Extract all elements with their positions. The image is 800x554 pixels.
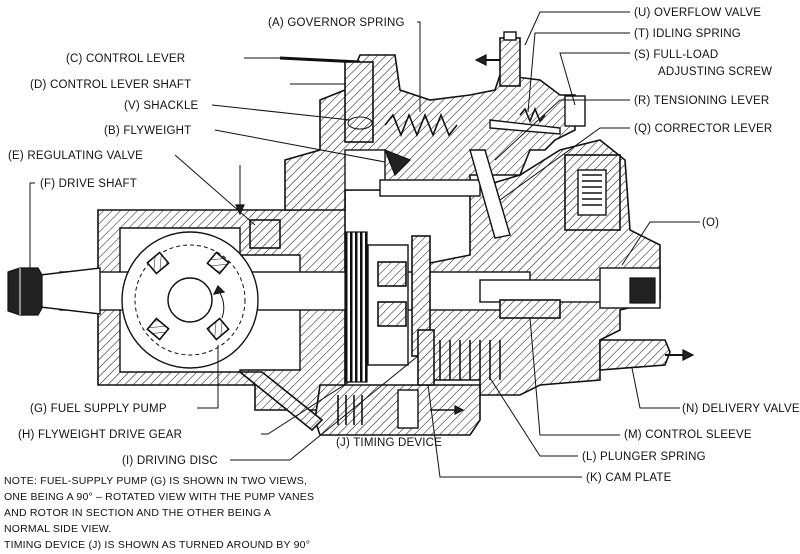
control-sleeve bbox=[499, 299, 561, 319]
label-drive-shaft: (F) DRIVE SHAFT bbox=[40, 178, 137, 190]
flyweight-carrier bbox=[344, 149, 386, 191]
flyweight-drive-gear bbox=[344, 231, 368, 383]
idling-spring bbox=[519, 106, 546, 124]
corrector-lever bbox=[489, 119, 561, 135]
pump-cross-section bbox=[7, 31, 695, 436]
shackle bbox=[347, 116, 373, 130]
note-line-2: ONE BEING A 90° – ROTATED VIEW WITH THE … bbox=[4, 491, 314, 503]
label-driving-disc: (I) DRIVING DISC bbox=[122, 455, 218, 467]
label-fuel-supply-pump: (G) FUEL SUPPLY PUMP bbox=[30, 403, 167, 415]
label-cam-plate: (K) CAM PLATE bbox=[586, 472, 672, 484]
supply-pump-rotor bbox=[167, 277, 213, 323]
leader-lines bbox=[29, 11, 700, 478]
part-labels: (A) GOVERNOR SPRING (U) OVERFLOW VALVE (… bbox=[8, 7, 800, 484]
label-overflow-valve: (U) OVERFLOW VALVE bbox=[634, 7, 761, 19]
label-o: (O) bbox=[702, 217, 719, 229]
label-flyweight-drive-gear: (H) FLYWEIGHT DRIVE GEAR bbox=[18, 429, 182, 441]
label-idling-spring: (T) IDLING SPRING bbox=[634, 28, 741, 40]
plunger-spring bbox=[439, 340, 501, 380]
label-delivery-valve: (N) DELIVERY VALVE bbox=[682, 403, 800, 415]
shaft-nut bbox=[7, 267, 43, 316]
drive-shaft-taper bbox=[39, 267, 101, 315]
label-flyweight: (B) FLYWEIGHT bbox=[104, 125, 191, 137]
feed-passage bbox=[237, 371, 324, 432]
label-full-load-1: (S) FULL-LOAD bbox=[634, 49, 718, 61]
label-shackle: (V) SHACKLE bbox=[124, 100, 199, 112]
label-control-sleeve: (M) CONTROL SLEEVE bbox=[624, 429, 752, 441]
note-line-5: TIMING DEVICE (J) IS SHOWN AS TURNED ARO… bbox=[4, 539, 310, 551]
delivery-valve-body bbox=[599, 339, 671, 371]
label-timing-device: (J) TIMING DEVICE bbox=[336, 437, 442, 449]
tensioning-lever bbox=[469, 149, 511, 239]
timing-piston bbox=[397, 389, 419, 429]
governor-shaft bbox=[379, 179, 481, 197]
label-governor-spring: (A) GOVERNOR SPRING bbox=[268, 17, 405, 29]
diagram-note: NOTE: FUEL-SUPPLY PUMP (G) IS SHOWN IN T… bbox=[4, 475, 314, 551]
supply-pump-track bbox=[134, 244, 246, 356]
cam-plate bbox=[417, 329, 435, 386]
note-line-1: NOTE: FUEL-SUPPLY PUMP (G) IS SHOWN IN T… bbox=[4, 475, 307, 487]
overflow-valve bbox=[499, 37, 521, 87]
label-corrector-lever: (Q) CORRECTOR LEVER bbox=[634, 123, 772, 135]
note-line-4: NORMAL SIDE VIEW. bbox=[4, 523, 111, 535]
label-plunger-spring: (L) PLUNGER SPRING bbox=[582, 451, 706, 463]
governor-spring bbox=[384, 112, 458, 138]
label-full-load-2: ADJUSTING SCREW bbox=[658, 66, 772, 78]
flyweight-body bbox=[383, 148, 412, 177]
control-lever-shaft bbox=[344, 61, 374, 143]
label-control-lever-shaft: (D) CONTROL LEVER SHAFT bbox=[30, 79, 191, 91]
label-control-lever: (C) CONTROL LEVER bbox=[66, 53, 185, 65]
timing-springs bbox=[337, 395, 363, 425]
head-nut bbox=[629, 277, 656, 304]
pump-vanes bbox=[146, 251, 230, 341]
label-tensioning-lever: (R) TENSIONING LEVER bbox=[634, 95, 769, 107]
full-load-screw bbox=[564, 95, 586, 127]
note-line-3: AND ROTOR IN SECTION AND THE OTHER BEING… bbox=[4, 507, 271, 519]
label-regulating-valve: (E) REGULATING VALVE bbox=[8, 150, 143, 162]
